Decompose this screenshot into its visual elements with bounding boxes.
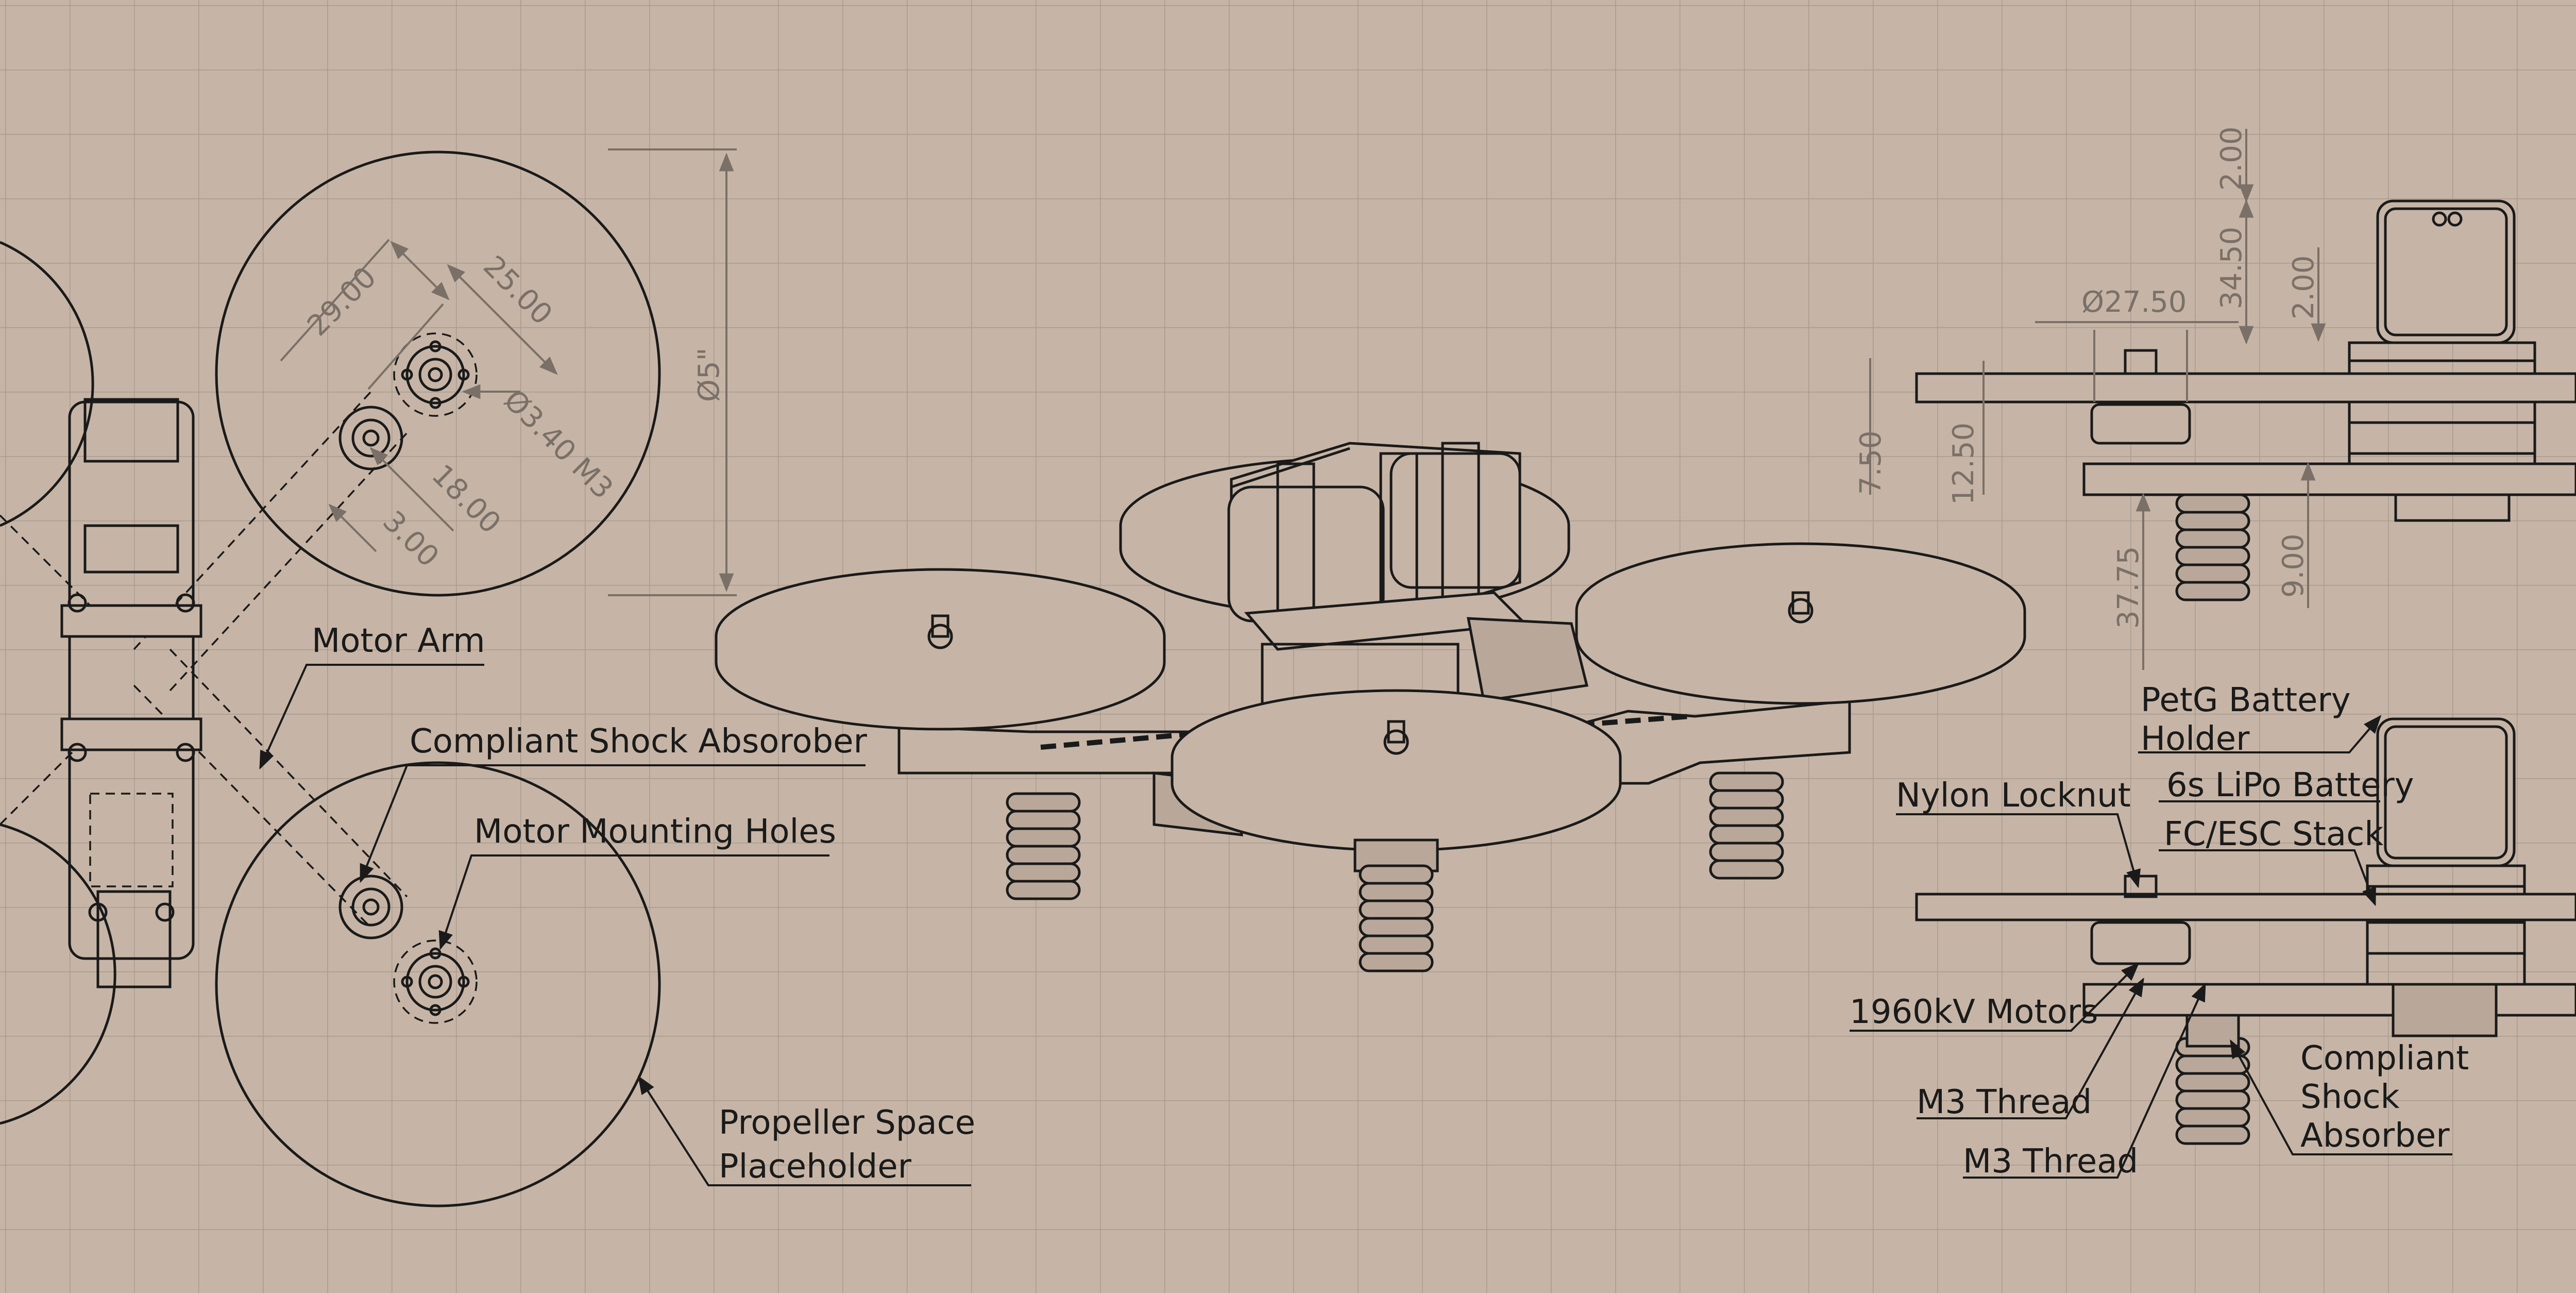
svg-text:M3 Thread: M3 Thread	[1963, 1143, 2138, 1181]
propeller-outline-bottom	[215, 761, 661, 1207]
frame-screw-4	[176, 743, 195, 762]
side-bottom-base-plate	[2082, 983, 2576, 1017]
dim-7-50: 7.50	[1854, 430, 1888, 495]
svg-text:Placeholder: Placeholder	[719, 1148, 912, 1186]
callout-nylon-locknut: Nylon Locknut	[1896, 777, 2141, 888]
callout-motor-mounting-holes: Motor Mounting Holes	[438, 813, 836, 950]
frame-screw-5	[88, 902, 108, 922]
side-view-top: Ø27.50 7.50 12.50 37.75 9.00 2.00 34.50 …	[1854, 126, 2576, 670]
dim-27-50: Ø27.50	[2081, 286, 2187, 319]
motor-arm-lower	[133, 648, 408, 929]
dim-34-50: 34.50	[2215, 227, 2248, 309]
side-bottom-prop-plate	[1915, 893, 2576, 921]
dim-prop-diameter: Ø5"	[692, 348, 726, 402]
dim-2-00-b: 2.00	[2287, 255, 2320, 320]
dim-9-00: 9.00	[2277, 533, 2310, 598]
propeller-outline-left-bottom	[0, 823, 116, 1125]
frame-body	[68, 400, 195, 960]
dim-2-00-a: 2.00	[2215, 126, 2248, 191]
callout-lipo-battery: 6s LiPo Battery	[2159, 766, 2414, 804]
callout-m3-thread-1: M3 Thread	[1917, 977, 2144, 1121]
frame-bottom-plate	[96, 890, 172, 988]
svg-text:Motor Mounting Holes: Motor Mounting Holes	[474, 813, 836, 851]
svg-text:FC/ESC Stack: FC/ESC Stack	[2164, 815, 2383, 853]
side-bottom-motor	[2090, 921, 2191, 965]
propeller-outline-left-top	[0, 241, 94, 527]
callout-motor-arm: Motor Arm	[259, 622, 485, 770]
side-top-prop-plate	[1915, 372, 2576, 404]
svg-text:PetG Battery: PetG Battery	[2141, 681, 2351, 719]
side-top-motor	[2090, 403, 2191, 445]
motor-arm-left	[0, 514, 104, 826]
svg-text:Propeller Space: Propeller Space	[719, 1104, 975, 1142]
svg-text:Compliant Shock Absorober: Compliant Shock Absorober	[410, 723, 868, 761]
dim-37-75: 37.75	[2112, 546, 2145, 629]
frame-battery-strap-2	[60, 717, 202, 751]
callout-petg-holder: PetG Battery Holder	[2138, 681, 2382, 758]
frame-screw-6	[155, 902, 175, 922]
frame-screw-2	[176, 593, 195, 613]
side-view-bottom: PetG Battery Holder 6s LiPo Battery FC/E…	[1850, 681, 2576, 1181]
svg-text:Holder: Holder	[2141, 720, 2250, 758]
iso-spring-right	[1710, 773, 1783, 878]
callout-motors: 1960kV Motors	[1850, 962, 2140, 1032]
frame-screw-1	[67, 593, 87, 613]
callout-fc-esc-stack: FC/ESC Stack	[2159, 815, 2383, 906]
callout-m3-thread-2: M3 Thread	[1963, 982, 2206, 1181]
iso-spring-front	[1353, 838, 1439, 971]
motor-arm-upper	[133, 391, 408, 692]
iso-battery	[1227, 442, 1521, 623]
svg-text:Absorber: Absorber	[2300, 1117, 2450, 1155]
iso-spring-left	[1007, 794, 1079, 899]
top-view: Ø5" 29.00 25.00 Ø3.40 M3 18.00 3.00 Moto…	[0, 148, 975, 1207]
svg-text:Motor Arm: Motor Arm	[312, 622, 485, 660]
callout-shock-absorber-top: Compliant Shock Absorober	[360, 723, 868, 883]
svg-text:6s LiPo Battery: 6s LiPo Battery	[2166, 766, 2414, 804]
side-top-dimensions: Ø27.50 7.50 12.50 37.75 9.00 2.00 34.50 …	[1854, 126, 2326, 670]
frame-top-plate	[83, 398, 179, 463]
side-bottom-vtx	[2392, 983, 2498, 1037]
dim-12-50: 12.50	[1947, 423, 1980, 505]
side-top-base-plate	[2082, 462, 2576, 496]
svg-text:Nylon Locknut: Nylon Locknut	[1896, 777, 2131, 815]
callout-propeller-space: Propeller Space Placeholder	[638, 1075, 975, 1186]
svg-text:1960kV Motors: 1960kV Motors	[1850, 993, 2098, 1031]
svg-text:Shock: Shock	[2300, 1078, 2400, 1116]
frame-battery-strap	[60, 604, 202, 638]
frame-rear-cam	[89, 793, 174, 887]
frame-top-connector	[83, 524, 179, 574]
isometric-view	[715, 442, 2026, 971]
frame-screw-3	[67, 743, 87, 762]
svg-text:Compliant: Compliant	[2300, 1039, 2469, 1078]
propeller-outline-top	[215, 150, 661, 597]
svg-text:M3 Thread: M3 Thread	[1917, 1083, 2092, 1121]
callout-shock-absorber-right: Compliant Shock Absorber	[2230, 1039, 2469, 1155]
